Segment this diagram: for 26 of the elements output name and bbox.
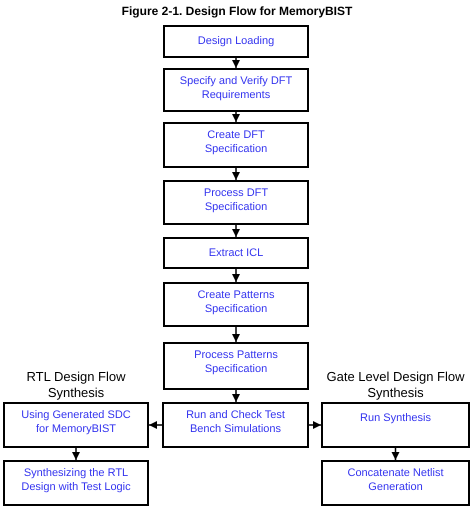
arrow — [232, 269, 240, 282]
step-text: Synthesizing the RTL Design with Test Logic — [20, 466, 132, 495]
arrow — [232, 225, 240, 237]
arrow — [232, 327, 240, 342]
step-text: Process Patterns Specification — [193, 348, 279, 377]
arrow — [72, 448, 80, 460]
step-text: Extract ICL — [208, 246, 264, 260]
step-text: Process DFT Specification — [202, 186, 270, 215]
step-text: Using Generated SDC for MemoryBIST — [20, 408, 132, 437]
arrow — [392, 448, 400, 460]
step-text: Specify and Verify DFT Requirements — [178, 74, 294, 103]
arrow — [309, 421, 321, 429]
step-text: Create DFT Specification — [204, 128, 268, 157]
arrow — [232, 58, 240, 68]
arrow — [149, 421, 162, 429]
figure-title: Figure 2-1. Design Flow for MemoryBIST — [120, 4, 354, 18]
step-text: Create Patterns Specification — [196, 288, 276, 317]
step-text: Run and Check Test Bench Simulations — [185, 408, 286, 437]
column-heading: Gate Level Design Flow Synthesis — [325, 369, 466, 400]
arrow — [232, 390, 240, 402]
column-heading: RTL Design Flow Synthesis — [26, 369, 126, 400]
step-text: Concatenate Netlist Generation — [346, 466, 444, 495]
step-text: Design Loading — [198, 34, 274, 48]
arrow — [232, 168, 240, 180]
arrow — [232, 112, 240, 122]
step-text: Run Synthesis — [360, 411, 431, 426]
